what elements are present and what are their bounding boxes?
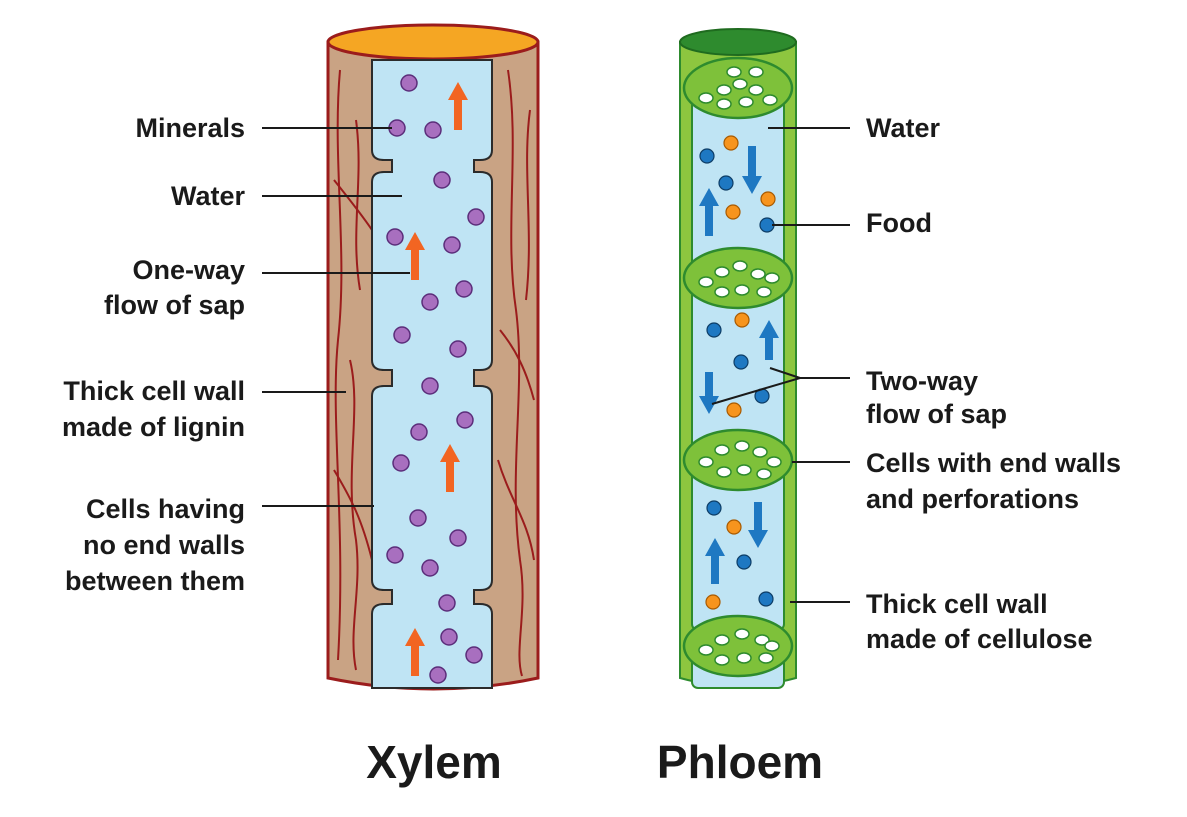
- mineral-particle: [386, 228, 404, 246]
- mineral-particle: [440, 628, 458, 646]
- food-particle: [736, 554, 752, 570]
- label-xylem-wall-line1: Thick cell wall: [63, 376, 245, 406]
- mineral-particle: [465, 646, 483, 664]
- leader-two-way: [711, 367, 850, 405]
- mineral-particle: [421, 293, 439, 311]
- label-one-way-line1: One-way: [132, 255, 245, 285]
- label-phloem-wall-line1: Thick cell wall: [866, 589, 1048, 619]
- label-phloem-wall-line2: made of cellulose: [866, 624, 1093, 654]
- phloem-cell-lumen: [691, 469, 785, 631]
- up-arrow-icon: [440, 444, 460, 492]
- label-minerals: Minerals: [135, 113, 245, 143]
- mineral-particle: [429, 666, 447, 684]
- down-arrow-icon: [742, 146, 762, 194]
- water-particle: [725, 204, 741, 220]
- phloem-tube: [679, 28, 797, 689]
- sieve-plate: [682, 246, 794, 310]
- xylem-wall-grain: [333, 69, 535, 677]
- water-particle: [726, 519, 742, 535]
- xylem-title: Xylem: [366, 736, 502, 788]
- mineral-particle: [449, 340, 467, 358]
- xylem-flow-arrows: [405, 82, 468, 676]
- mineral-particle: [421, 377, 439, 395]
- down-arrow-icon: [748, 502, 768, 548]
- mineral-particle: [467, 208, 485, 226]
- up-arrow-icon: [699, 188, 719, 236]
- xylem-vessel: [326, 23, 540, 691]
- mineral-particle: [400, 74, 418, 92]
- mineral-particle: [449, 529, 467, 547]
- xylem-top-opening: [326, 23, 540, 61]
- phloem-top-opening: [679, 28, 797, 56]
- mineral-particle: [456, 411, 474, 429]
- mineral-particle: [443, 236, 461, 254]
- mineral-particle: [455, 280, 473, 298]
- sieve-plates: [682, 56, 794, 678]
- mineral-particle: [424, 121, 442, 139]
- food-particle: [706, 322, 722, 338]
- water-particle: [760, 191, 776, 207]
- water-particle: [705, 594, 721, 610]
- mineral-particle: [386, 546, 404, 564]
- label-cells-line3: between them: [65, 566, 245, 596]
- up-arrow-icon: [759, 320, 779, 360]
- mineral-particle: [421, 559, 439, 577]
- water-particle: [734, 312, 750, 328]
- up-arrow-icon: [405, 232, 425, 280]
- phloem-labels: Water Food Two-way flow of sap Cells wit…: [711, 113, 1121, 654]
- label-two-way-line1: Two-way: [866, 366, 978, 396]
- up-arrow-icon: [405, 628, 425, 676]
- label-cells-line2: no end walls: [83, 530, 245, 560]
- label-end-walls-line2: and perforations: [866, 484, 1079, 514]
- mineral-particle: [393, 326, 411, 344]
- phloem-cell-lumen: [691, 99, 785, 269]
- up-arrow-icon: [448, 82, 468, 130]
- mineral-particle: [409, 509, 427, 527]
- label-food: Food: [866, 208, 932, 238]
- food-particle: [718, 175, 734, 191]
- phloem-flow-arrows: [699, 146, 779, 584]
- food-particle: [759, 217, 775, 233]
- food-particles: [699, 148, 775, 607]
- food-particle: [706, 500, 722, 516]
- water-particle: [723, 135, 739, 151]
- mineral-particle: [410, 423, 428, 441]
- label-xylem-wall-line2: made of lignin: [62, 412, 245, 442]
- food-particle: [758, 591, 774, 607]
- label-end-walls-line1: Cells with end walls: [866, 448, 1121, 478]
- mineral-particle: [438, 594, 456, 612]
- water-particle: [726, 402, 742, 418]
- water-particles: [705, 135, 776, 610]
- xylem-labels: Minerals Water One-way flow of sap Thick…: [62, 113, 410, 596]
- label-two-way-line2: flow of sap: [866, 399, 1007, 429]
- sieve-plate: [682, 614, 794, 678]
- food-particle: [699, 148, 715, 164]
- sieve-plate: [682, 56, 794, 120]
- mineral-particle: [392, 454, 410, 472]
- mineral-particle: [433, 171, 451, 189]
- label-one-way-line2: flow of sap: [104, 290, 245, 320]
- mineral-particles: [386, 74, 485, 684]
- label-cells-line1: Cells having: [86, 494, 245, 524]
- up-arrow-icon: [705, 538, 725, 584]
- label-water: Water: [171, 181, 246, 211]
- label-phloem-water: Water: [866, 113, 941, 143]
- sieve-plate: [682, 428, 794, 492]
- food-particle: [733, 354, 749, 370]
- phloem-title: Phloem: [657, 736, 823, 788]
